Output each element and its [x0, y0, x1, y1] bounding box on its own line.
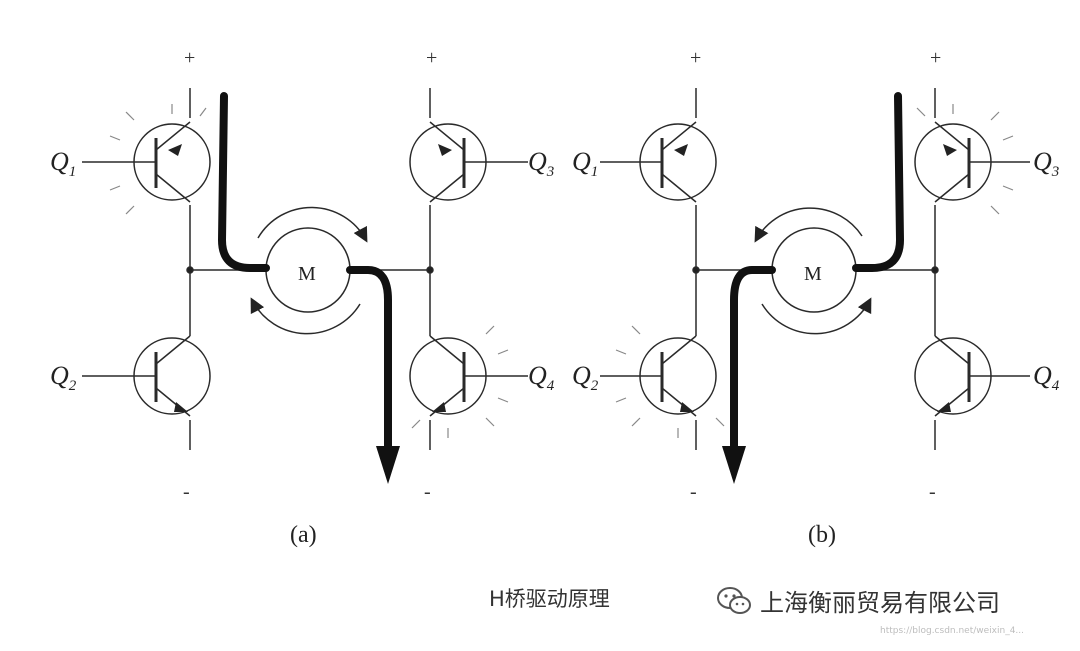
q1-label: Q1 [50, 147, 76, 180]
transistor-q2 [600, 335, 717, 417]
q4-label: Q4 [1033, 361, 1060, 394]
wechat-icon [717, 586, 751, 614]
transistor-q3 [409, 121, 528, 203]
q1-label: Q1 [572, 147, 598, 180]
caption-text: H桥驱动原理 [489, 587, 610, 611]
q2-label: Q2 [50, 361, 77, 394]
plus-label: + [426, 47, 437, 69]
minus-label: - [183, 481, 190, 503]
q3-label: Q3 [1033, 147, 1059, 180]
transistor-q1 [600, 121, 717, 203]
watermark: https://blog.csdn.net/weixin_4... [880, 626, 1025, 636]
panel-b-label: (b) [808, 522, 836, 548]
brand-name: 上海衡丽贸易有限公司 [760, 589, 1000, 617]
panel-b-labels: Q1 Q2 Q3 Q4 [572, 147, 1060, 394]
minus-label: - [690, 481, 697, 503]
minus-label: - [929, 481, 936, 503]
transistor-q3 [914, 121, 1030, 203]
motor-label: M [804, 263, 822, 285]
q2-label: Q2 [572, 361, 599, 394]
panel-a: + + - - [82, 47, 528, 503]
transistor-q2 [82, 335, 211, 417]
motor-label: M [298, 263, 316, 285]
q4-label: Q4 [528, 361, 555, 394]
transistor-q1 [82, 121, 211, 203]
transistor-q4 [914, 335, 1030, 417]
plus-label: + [930, 47, 941, 69]
transistor-q4 [409, 335, 528, 417]
plus-label: + [690, 47, 701, 69]
plus-label: + [184, 47, 195, 69]
minus-label: - [424, 481, 431, 503]
brand: 上海衡丽贸易有限公司 [716, 583, 1000, 618]
panel-a-label: (a) [290, 522, 317, 548]
panel-b: + + - - [600, 47, 1030, 503]
q3-label: Q3 [528, 147, 554, 180]
panel-a-labels: Q1 Q2 Q3 Q4 [50, 147, 555, 394]
